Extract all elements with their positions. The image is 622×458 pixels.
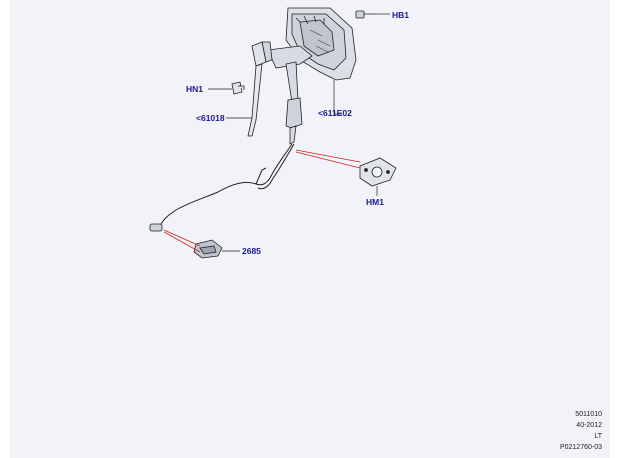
callout-61018: <61018 [196,113,225,123]
callout-2685: 2685 [242,246,261,256]
actuator-cable-shape [285,61,303,145]
bolt-hb1-shape [355,10,374,19]
cable-line [159,143,295,227]
cable-end-shape [149,223,163,232]
callout-leader-lines [208,13,390,252]
callout-611e02: <611E02 [318,108,352,118]
red-leader-lines [163,149,361,253]
footer-line-2: 40-2012 [576,422,602,429]
footer-line-1: 5011010 [575,411,602,418]
clip-2685-shape [193,239,223,259]
callout-hm1: HM1 [366,197,384,207]
housing-assembly [251,7,357,81]
footer-line-3: LT [594,433,602,440]
seal-hm1-shape [359,157,397,187]
callout-hb1: HB1 [392,10,410,20]
clip-hn1-shape [231,81,245,95]
callout-hn1: HN1 [186,84,204,94]
rod-61018-shape [247,63,263,137]
footer-line-4: P0212760-03 [559,444,602,451]
diagram-background [10,0,610,458]
